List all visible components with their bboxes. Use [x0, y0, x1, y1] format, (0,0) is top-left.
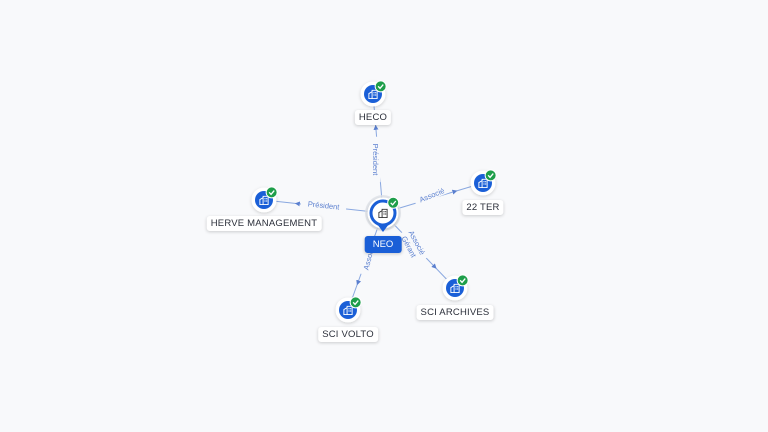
node-herve[interactable] [251, 186, 278, 213]
verified-check-icon [484, 169, 497, 182]
node-label-herve[interactable]: HERVE MANAGEMENT [206, 216, 322, 231]
verified-check-icon [387, 196, 400, 209]
edge-arrow-22ter [451, 189, 458, 195]
node-heco[interactable] [360, 80, 387, 107]
node-label-22ter[interactable]: 22 TER [462, 200, 504, 215]
node-volto[interactable] [335, 296, 362, 323]
verified-check-icon [374, 80, 387, 93]
verified-check-icon [265, 186, 278, 199]
center-node[interactable] [365, 195, 401, 232]
node-archives[interactable] [442, 274, 469, 301]
verified-check-icon [349, 296, 362, 309]
node-22ter[interactable] [470, 169, 497, 196]
center-node-label[interactable]: NEO [364, 236, 402, 253]
edge-arrow-archives [431, 263, 437, 269]
node-label-heco[interactable]: HECO [354, 110, 392, 125]
svg-text:Président: Président [371, 144, 380, 177]
edge-label-herve: Président [300, 198, 347, 212]
node-label-archives[interactable]: SCI ARCHIVES [416, 305, 494, 320]
edge-arrow-volto [356, 279, 362, 286]
verified-check-icon [456, 274, 469, 287]
svg-text:Associé: Associé [418, 186, 446, 204]
edge-label-heco: Président [371, 136, 381, 183]
svg-text:Président: Président [307, 199, 340, 211]
node-label-volto[interactable]: SCI VOLTO [318, 327, 378, 342]
